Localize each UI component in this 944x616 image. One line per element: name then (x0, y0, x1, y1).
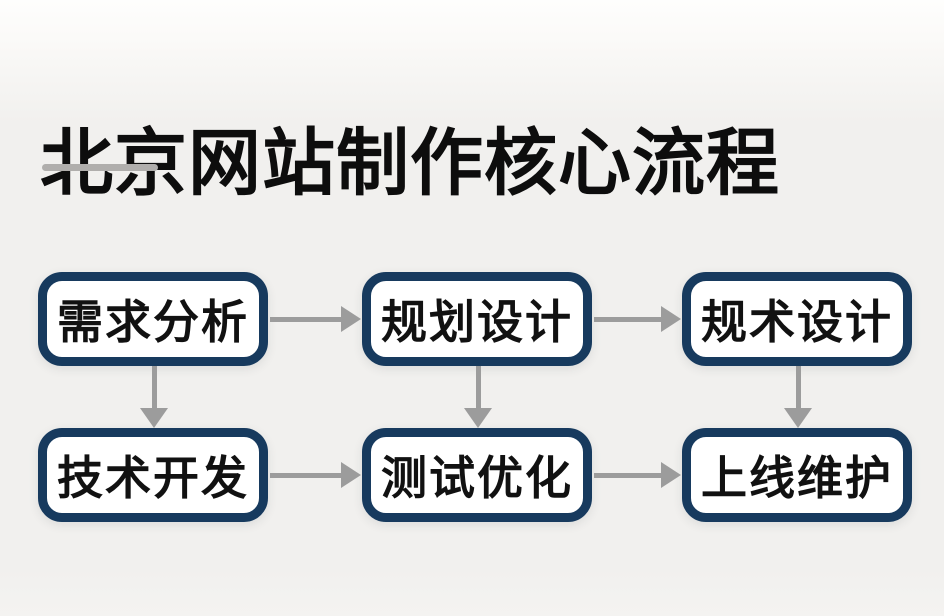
arrow-head (661, 306, 681, 332)
arrow-right-icon (270, 462, 361, 488)
arrow-down-icon (140, 366, 168, 428)
flow-node-planning-design: 规划设计 (362, 272, 592, 366)
flow-node-label: 技术开发 (57, 452, 249, 504)
page-title: 北京网站制作核心流程 (40, 122, 780, 204)
arrow-line (594, 316, 661, 322)
arrow-right-icon (594, 462, 681, 488)
flow-node-label: 测试优化 (381, 452, 573, 504)
flow-node-technical-design: 规术设计 (682, 272, 912, 366)
flow-node-label: 规划设计 (381, 296, 573, 348)
arrow-head (784, 408, 812, 428)
arrow-line (475, 366, 481, 408)
arrow-line (151, 366, 157, 408)
flow-node-label: 需求分析 (57, 296, 249, 348)
arrow-right-icon (594, 306, 681, 332)
flow-node-launch-maintenance: 上线维护 (682, 428, 912, 522)
arrow-head (341, 306, 361, 332)
arrow-head (661, 462, 681, 488)
arrow-head (464, 408, 492, 428)
arrow-down-icon (784, 366, 812, 428)
arrow-line (270, 472, 341, 478)
flow-node-testing-optimization: 测试优化 (362, 428, 592, 522)
arrow-right-icon (270, 306, 361, 332)
arrow-line (594, 472, 661, 478)
arrow-head (341, 462, 361, 488)
arrow-head (140, 408, 168, 428)
arrow-line (795, 366, 801, 408)
arrow-down-icon (464, 366, 492, 428)
title-underline (42, 164, 158, 171)
arrow-line (270, 316, 341, 322)
flow-node-label: 规术设计 (701, 296, 893, 348)
flow-node-technical-development: 技术开发 (38, 428, 268, 522)
flow-node-requirement-analysis: 需求分析 (38, 272, 268, 366)
flow-node-label: 上线维护 (701, 452, 893, 504)
